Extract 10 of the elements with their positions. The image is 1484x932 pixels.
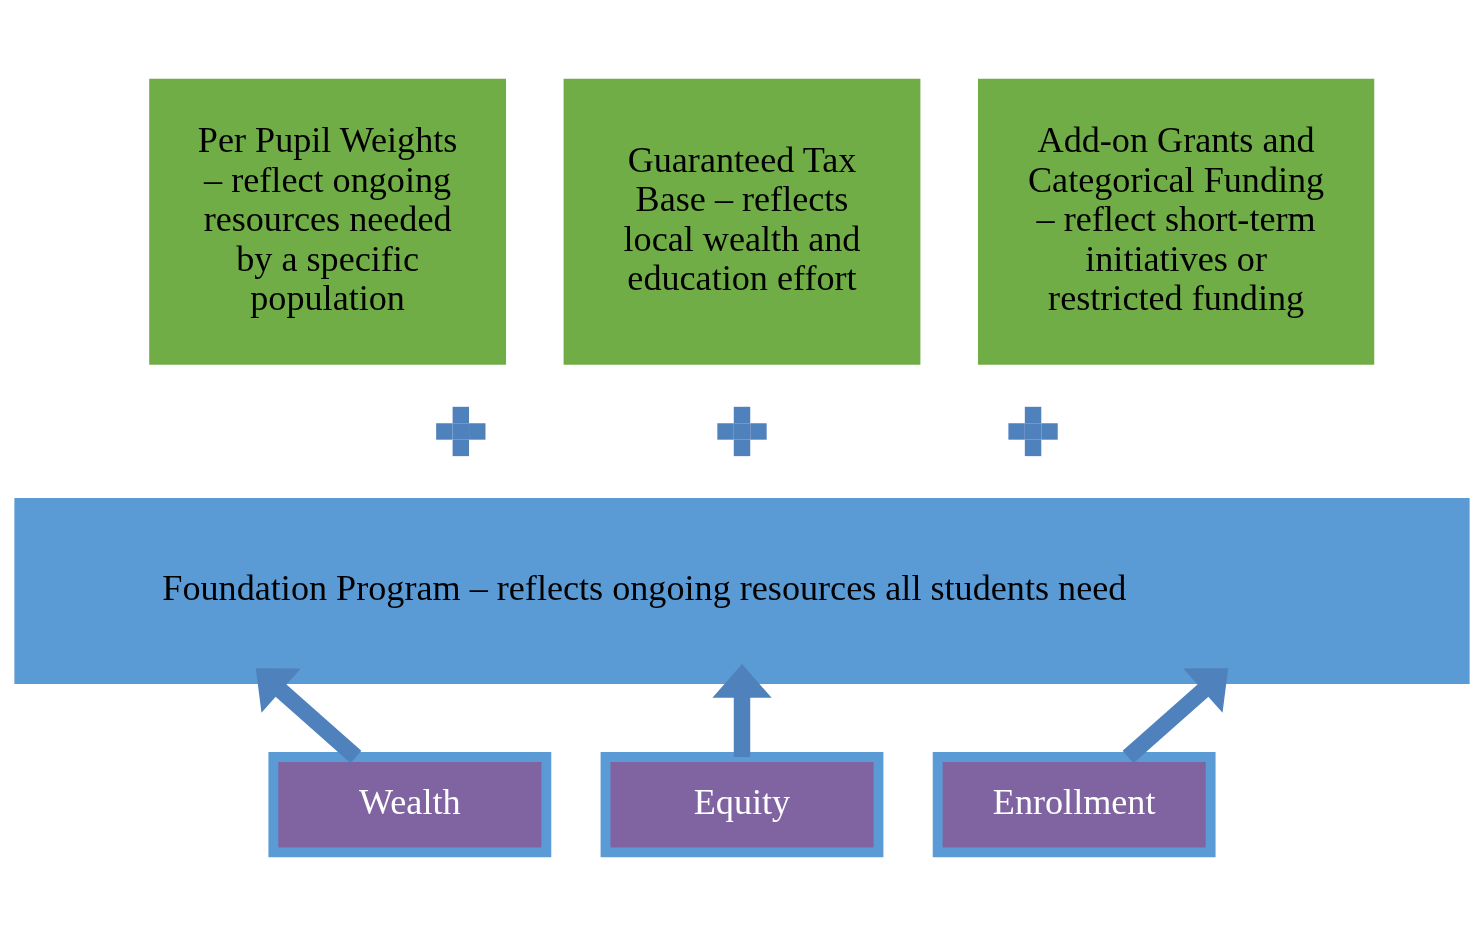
node-box: Wealth [268, 752, 552, 858]
node-box: Add-on Grants and Categorical Funding – reflect short-term initiatives or restricted funding [977, 78, 1375, 365]
arrow [1122, 668, 1229, 764]
node-box: Per Pupil Weights – reflect ongoing resources needed by a specific population [149, 78, 507, 365]
arrow [255, 668, 362, 764]
node-box: Guaranteed Tax Base – reflects local wealth and education effort [563, 78, 921, 365]
node-box: Equity [600, 752, 884, 858]
node-box: Enrollment [932, 752, 1216, 858]
arrow [712, 664, 772, 757]
node-box: Foundation Program – reflects ongoing resources all students need [14, 498, 1470, 684]
